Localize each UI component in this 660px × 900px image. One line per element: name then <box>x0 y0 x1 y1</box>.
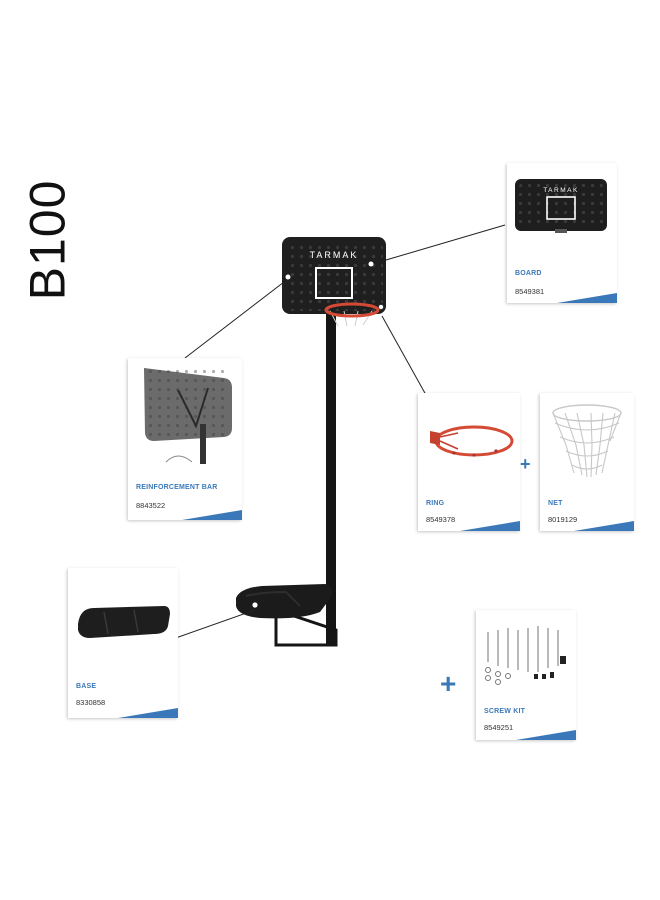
part-label-base: BASE <box>76 683 97 690</box>
hoop-ring <box>324 302 384 327</box>
plus-icon-screw-kit: + <box>440 668 457 699</box>
part-code-board: 8549381 <box>515 287 545 296</box>
part-label-board: BOARD <box>515 270 542 277</box>
part-card-screw-kit: SCREW KIT 8549251 <box>476 610 576 740</box>
part-code-net: 8019129 <box>548 515 578 524</box>
part-label-net: NET <box>548 500 563 507</box>
ring-thumbnail <box>430 425 514 457</box>
thumbnail-brand: TARMAK <box>543 187 579 194</box>
part-card-board: TARMAK BOARD 8549381 <box>507 163 617 303</box>
card-accent <box>460 521 520 531</box>
part-card-net: NET 8019129 <box>540 393 634 531</box>
part-label-screw-kit: SCREW KIT <box>484 708 526 715</box>
card-accent <box>182 510 242 520</box>
leader-line-base <box>169 609 256 641</box>
part-card-base: BASE 8330858 <box>68 568 178 718</box>
screw-kit-thumbnail <box>485 626 566 685</box>
card-accent <box>118 708 178 718</box>
leader-line-ring <box>381 315 427 396</box>
reinforcement-bar-thumbnail <box>144 368 232 464</box>
leader-line-board <box>385 224 506 261</box>
model-name: B100 <box>19 179 76 301</box>
net-thumbnail <box>552 404 622 478</box>
board-thumbnail: TARMAK <box>515 179 607 233</box>
part-code-ring: 8549378 <box>426 515 456 524</box>
part-label-ring: RING <box>426 500 445 507</box>
part-label-reinforcement-bar: REINFORCEMENT BAR <box>136 484 218 491</box>
card-accent <box>574 521 634 531</box>
part-card-ring: RING 8549378 <box>418 393 520 531</box>
base-illustration <box>236 584 338 647</box>
part-code-reinforcement-bar: 8843522 <box>136 501 166 510</box>
board-brand: TARMAK <box>310 250 359 260</box>
part-code-screw-kit: 8549251 <box>484 723 514 732</box>
leader-line-reinforcement-bar <box>184 281 285 359</box>
card-accent <box>516 730 576 740</box>
card-accent <box>557 293 617 303</box>
part-card-reinforcement-bar: REINFORCEMENT BAR 8843522 <box>128 358 242 520</box>
base-thumbnail <box>78 606 170 638</box>
plus-icon-ring-net: + <box>520 454 531 474</box>
backboard: TARMAK <box>282 237 386 314</box>
part-code-base: 8330858 <box>76 698 106 707</box>
pole <box>326 310 336 645</box>
